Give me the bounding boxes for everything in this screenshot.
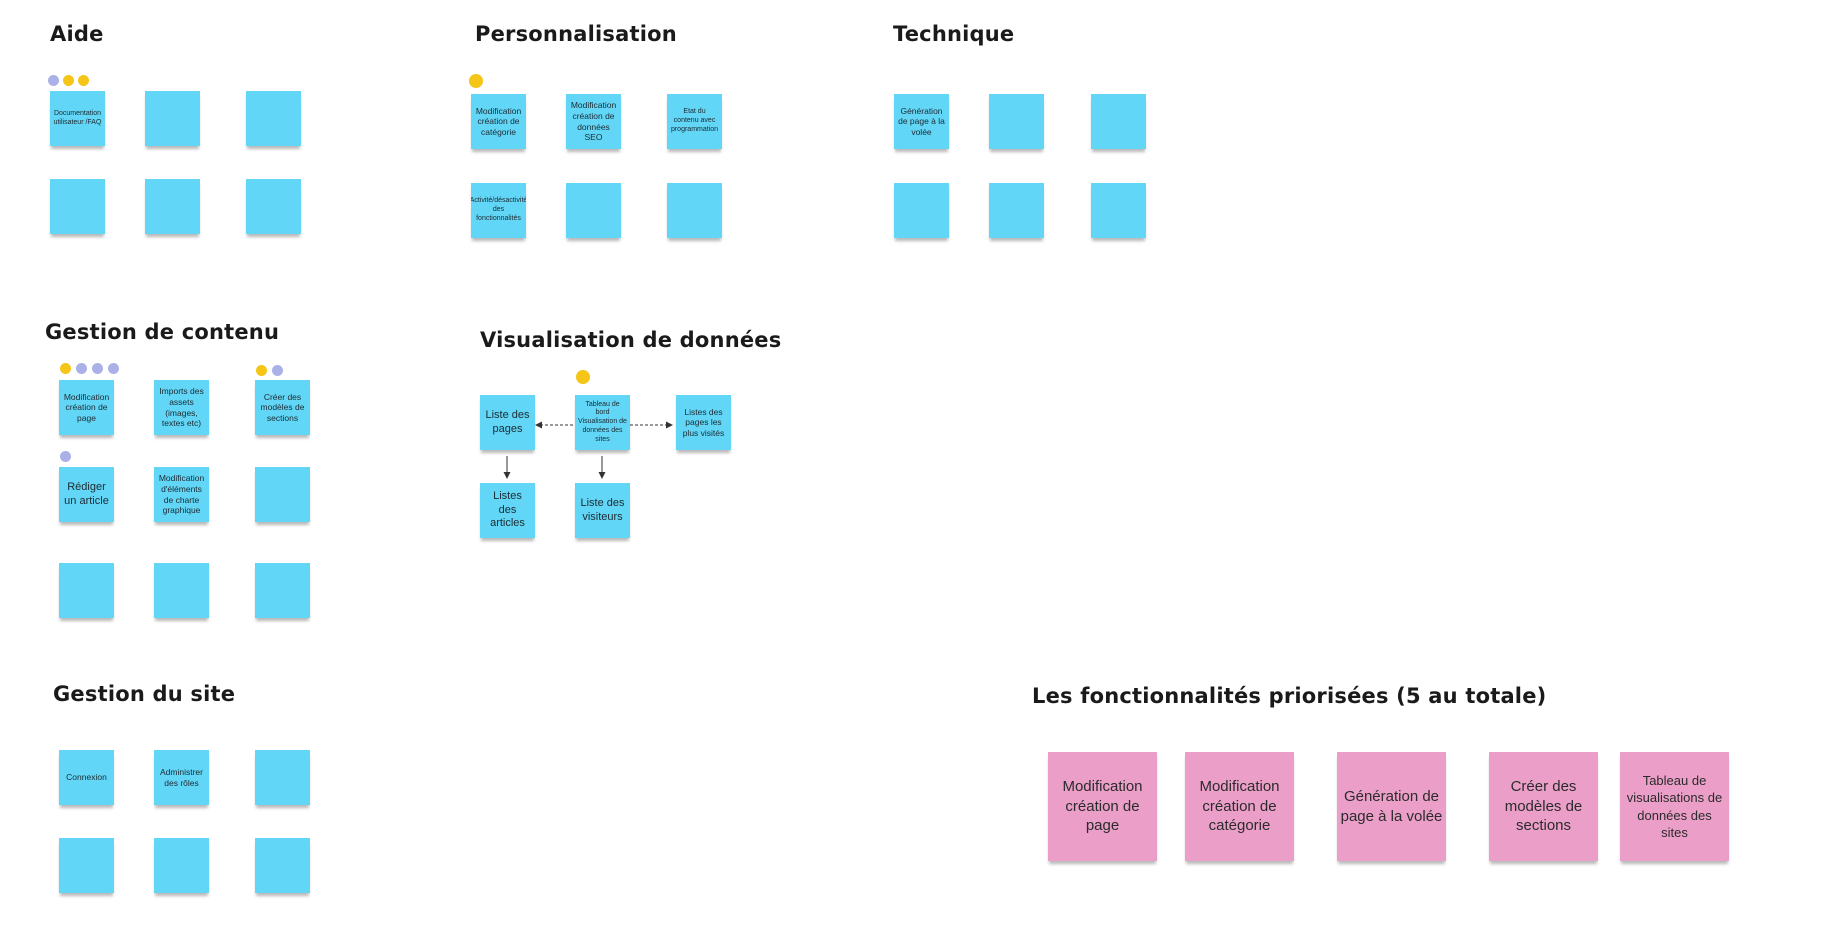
sticky-note[interactable] [50, 179, 105, 234]
sticky-note-text: Modification création de page [63, 391, 110, 423]
vote-dot-lilac [108, 363, 119, 374]
vote-dot-yellow [256, 365, 267, 376]
sticky-note-text: Liste des visiteurs [580, 496, 625, 523]
sticky-note[interactable]: Imports des assets (images, textes etc) [154, 380, 209, 435]
sticky-note-text: Modification d'éléments de charte graphi… [158, 473, 205, 516]
sticky-note-text: Activité/désactivité des fonctionnalités [471, 197, 526, 222]
section-title-gestion-site: Gestion du site [53, 682, 236, 706]
sticky-note[interactable]: Connexion [59, 750, 114, 805]
priority-note-text: Créer des modèles de sections [1504, 777, 1583, 835]
sticky-note[interactable] [1091, 94, 1146, 149]
sticky-note[interactable] [989, 94, 1044, 149]
sticky-note-text: Listes des articles [490, 489, 525, 530]
section-title-technique: Technique [893, 22, 1015, 46]
sticky-note[interactable] [255, 467, 310, 522]
sticky-note[interactable]: Génération de page à la volée [894, 94, 949, 149]
sticky-note-text: Documentation utilisateur /FAQ [53, 109, 102, 126]
vote-dot-lilac [48, 75, 59, 86]
vote-dot-lilac [92, 363, 103, 374]
priority-note[interactable]: Créer des modèles de sections [1489, 752, 1598, 861]
sticky-note[interactable]: Modification création de catégorie [471, 94, 526, 149]
sticky-note-text: Créer des modèles de sections [260, 391, 305, 423]
sticky-note[interactable] [145, 91, 200, 146]
sticky-note[interactable] [246, 179, 301, 234]
sticky-note[interactable] [1091, 183, 1146, 238]
vote-dot-lilac [76, 363, 87, 374]
section-title-visualisation: Visualisation de données [480, 328, 782, 352]
sticky-note[interactable] [667, 183, 722, 238]
sticky-note-text: Modification création de données SEO [570, 100, 617, 143]
sticky-note[interactable]: Créer des modèles de sections [255, 380, 310, 435]
sticky-note-text: Imports des assets (images, textes etc) [159, 386, 204, 429]
sticky-note[interactable] [255, 750, 310, 805]
sticky-note-text: Modification création de catégorie [475, 105, 522, 137]
priority-note[interactable]: Modification création de page [1048, 752, 1157, 861]
sticky-note-tableau-de-bord[interactable]: Tableau de bord Visualisation de données… [575, 395, 630, 450]
sticky-note-text: Etat du contenu avec programmation [670, 108, 719, 133]
vote-dot-lilac [272, 365, 283, 376]
sticky-note[interactable]: Modification création de page [59, 380, 114, 435]
sticky-note[interactable] [59, 838, 114, 893]
sticky-note[interactable] [566, 183, 621, 238]
section-title-gestion-contenu: Gestion de contenu [45, 320, 280, 344]
vote-dot-yellow [576, 370, 590, 384]
section-title-priorisees: Les fonctionnalités priorisées (5 au tot… [1032, 684, 1547, 708]
sticky-note[interactable] [154, 563, 209, 618]
sticky-note-liste-des-visiteurs[interactable]: Liste des visiteurs [575, 483, 630, 538]
sticky-note[interactable] [246, 91, 301, 146]
sticky-note[interactable] [255, 563, 310, 618]
section-title-personnalisation: Personnalisation [475, 22, 677, 46]
sticky-note-text: Génération de page à la volée [898, 105, 945, 137]
sticky-note[interactable] [989, 183, 1044, 238]
sticky-note[interactable]: Activité/désactivité des fonctionnalités [471, 183, 526, 238]
sticky-note-text: Tableau de bord Visualisation de données… [578, 400, 627, 443]
sticky-note-text: Liste des pages [485, 408, 530, 435]
vote-dot-yellow [78, 75, 89, 86]
sticky-note[interactable]: Documentation utilisateur /FAQ [50, 91, 105, 146]
priority-note-text: Génération de page à la volée [1340, 787, 1443, 825]
sticky-note[interactable] [894, 183, 949, 238]
sticky-note[interactable] [145, 179, 200, 234]
sticky-note-listes-des-articles[interactable]: Listes des articles [480, 483, 535, 538]
sticky-note[interactable] [154, 838, 209, 893]
sticky-note[interactable]: Rédiger un article [59, 467, 114, 522]
sticky-note-pages-plus-visites[interactable]: Listes des pages les plus visités [676, 395, 731, 450]
sticky-note[interactable]: Administrer des rôles [154, 750, 209, 805]
section-title-aide: Aide [50, 22, 104, 46]
priority-note[interactable]: Tableau de visualisations de données des… [1620, 752, 1729, 861]
vote-dot-yellow [63, 75, 74, 86]
sticky-note[interactable]: Modification création de données SEO [566, 94, 621, 149]
sticky-note[interactable] [59, 563, 114, 618]
sticky-note-text: Rédiger un article [64, 480, 109, 507]
vote-dot-yellow [60, 363, 71, 374]
vote-dot-lilac [60, 451, 71, 462]
sticky-note-text: Listes des pages les plus visités [682, 406, 725, 438]
priority-note-text: Modification création de catégorie [1199, 777, 1280, 835]
priority-note-text: Modification création de page [1062, 777, 1143, 835]
priority-note-text: Tableau de visualisations de données des… [1626, 773, 1723, 840]
priority-note[interactable]: Modification création de catégorie [1185, 752, 1294, 861]
sticky-note[interactable]: Modification d'éléments de charte graphi… [154, 467, 209, 522]
sticky-note[interactable] [255, 838, 310, 893]
vote-dot-yellow [469, 74, 483, 88]
priority-note[interactable]: Génération de page à la volée [1337, 752, 1446, 861]
sticky-note-text: Connexion [66, 772, 107, 783]
sticky-note-liste-des-pages[interactable]: Liste des pages [480, 395, 535, 450]
sticky-note-text: Administrer des rôles [160, 766, 203, 788]
sticky-note[interactable]: Etat du contenu avec programmation [667, 94, 722, 149]
